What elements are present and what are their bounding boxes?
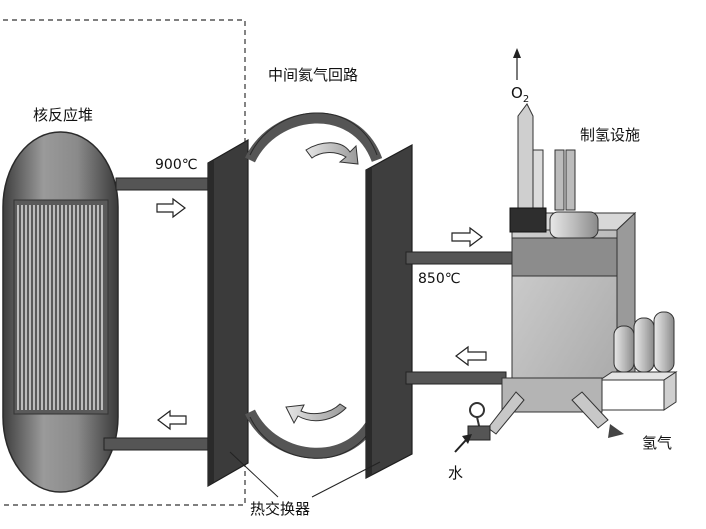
oxygen-symbol: O [511, 84, 523, 102]
oxygen-label: O2 [511, 84, 529, 105]
temp-900-label: 900℃ [155, 157, 198, 173]
helium-loop-label: 中间氦气回路 [268, 66, 359, 84]
reactor-label: 核反应堆 [33, 106, 94, 124]
hydrogen-plant-label: 制氢设施 [580, 126, 641, 144]
helium-loop [245, 112, 383, 163]
fuel-rods [17, 205, 103, 410]
hydrogen-outlet-pipe [571, 391, 609, 429]
oxygen-outlet-arrow [513, 48, 521, 80]
hydrogen-label: 氢气 [642, 434, 673, 452]
loop-arrow-top [305, 142, 359, 165]
hydrogen-plant [501, 103, 678, 413]
flow-arrow-right-hot [156, 197, 186, 219]
oxygen-subscript: 2 [522, 94, 530, 105]
heat-exchanger-panel-left [207, 138, 249, 488]
loop-arrow-bottom [285, 403, 347, 425]
heat-exchanger-panel-right [365, 143, 413, 479]
flow-arrow-left-return [157, 409, 187, 431]
reactor-vessel [2, 131, 119, 493]
heat-exchanger-label: 热交换器 [250, 500, 311, 518]
water-label: 水 [448, 464, 464, 482]
water-inlet-valve [454, 391, 525, 453]
hydrogen-arrow [608, 424, 624, 438]
flow-arrow-left-plant [455, 345, 487, 367]
reactor-enclosure [3, 19, 246, 506]
flow-arrow-right-plant [451, 226, 483, 248]
temp-850-label: 850℃ [418, 271, 461, 287]
